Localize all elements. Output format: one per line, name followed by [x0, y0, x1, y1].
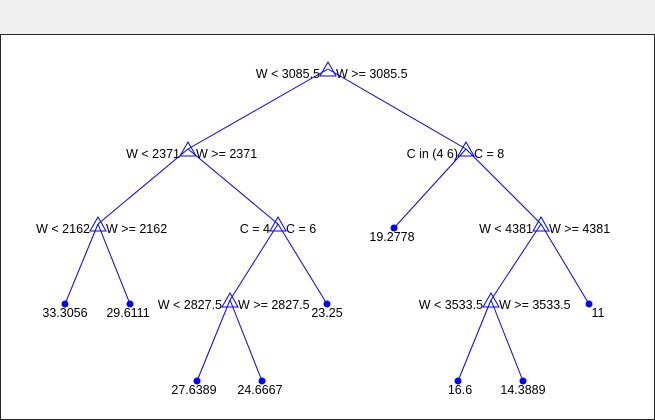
edge-n6-l5 [540, 223, 590, 305]
leaf-dot-l2 [126, 300, 134, 308]
leaf-dot-l1 [61, 300, 69, 308]
leaf-dot-l9 [519, 377, 527, 385]
split-label-left-n8: W < 3533.5 [419, 298, 483, 312]
split-node-triangle-n3 [457, 140, 475, 157]
leaf-value-l4: 23.25 [311, 306, 342, 320]
split-label-right-n4: W >= 2162 [106, 222, 167, 236]
edge-n7-l6 [196, 299, 231, 382]
tree-edges [64, 68, 590, 382]
plot-frame [0, 34, 655, 420]
leaf-value-l2: 29.6111 [106, 306, 149, 320]
edge-n4-l1 [64, 223, 99, 305]
split-label-right-n7: W >= 2827.5 [238, 298, 310, 312]
split-node-triangle-n1 [319, 60, 337, 77]
split-node-triangle-n4 [89, 215, 107, 232]
leaf-dot-l4 [323, 300, 331, 308]
split-node-triangle-n8 [482, 291, 500, 308]
split-label-right-n1: W >= 3085.5 [336, 67, 408, 81]
leaf-dot-l5 [585, 300, 593, 308]
leaf-dot-l8 [454, 377, 462, 385]
node-labels: W < 3085.5 W >= 3085.5 W < 2371 W >= 237… [36, 67, 610, 397]
edge-n1-n3 [327, 68, 467, 150]
split-node-triangle-n6 [532, 215, 550, 232]
split-label-right-n6: W >= 4381 [549, 222, 610, 236]
split-label-left-n1: W < 3085.5 [256, 67, 320, 81]
edge-n5-n7 [229, 223, 279, 301]
leaf-value-l6: 27.6389 [171, 383, 216, 397]
leaf-value-l5: 11 [592, 306, 605, 320]
edge-n8-l9 [490, 299, 524, 382]
leaf-value-l3: 19.2778 [369, 230, 414, 244]
leaf-value-l9: 14.3889 [500, 383, 545, 397]
leaf-value-l1: 33.3056 [42, 306, 87, 320]
edge-n4-l2 [97, 223, 131, 305]
split-label-left-n4: W < 2162 [36, 222, 90, 236]
split-node-triangle-n7 [221, 291, 239, 308]
split-label-right-n5: C = 6 [286, 222, 316, 236]
edge-n2-n4 [97, 148, 189, 225]
split-label-left-n2: W < 2371 [126, 147, 180, 161]
split-label-right-n8: W >= 3533.5 [499, 298, 571, 312]
split-node-triangle-n2 [179, 140, 197, 157]
split-label-right-n2: W >= 2371 [196, 147, 257, 161]
edge-n3-l3 [393, 148, 467, 229]
split-label-left-n3: C in (4 6) [407, 147, 458, 161]
split-label-right-n3: C = 8 [474, 147, 504, 161]
leaf-dot-l7 [258, 377, 266, 385]
leaf-dot-l3 [390, 224, 398, 232]
edge-n5-l4 [277, 223, 328, 305]
leaf-value-l7: 24.6667 [237, 383, 282, 397]
split-label-left-n5: C = 4 [240, 222, 270, 236]
split-label-left-n7: W < 2827.5 [158, 298, 222, 312]
edge-n3-n6 [465, 148, 542, 225]
leaf-dot-l6 [193, 377, 201, 385]
edge-n8-l8 [457, 299, 492, 382]
edge-n2-n5 [187, 148, 279, 225]
leaf-nodes [61, 224, 593, 385]
leaf-value-l8: 16.6 [448, 383, 472, 397]
edge-n6-n8 [490, 223, 542, 301]
split-nodes [89, 60, 550, 308]
edge-n7-l7 [229, 299, 263, 382]
edge-n1-n2 [187, 68, 329, 150]
split-label-left-n6: W < 4381 [479, 222, 533, 236]
split-node-triangle-n5 [269, 215, 287, 232]
